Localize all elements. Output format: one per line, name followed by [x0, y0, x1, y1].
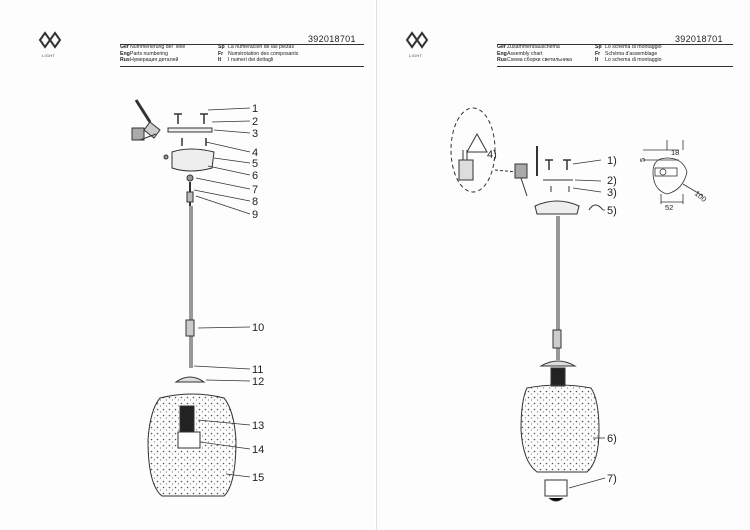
- part-label: 2: [252, 116, 258, 128]
- leader-lines: [193, 107, 251, 478]
- header-line: RusНумерация деталей: [120, 57, 179, 64]
- step-label: 5): [607, 205, 617, 217]
- part-label: 13: [252, 420, 264, 432]
- part-label: 7: [252, 184, 258, 196]
- header-line: GerZusammenbauschema: [497, 44, 560, 50]
- part-label: 11: [252, 364, 263, 376]
- parts-diagram: 1 2 3 4 5 6 7 8 9 10 11 12 13 14 15: [131, 99, 264, 497]
- step-label: 3): [607, 187, 617, 199]
- part-label: 5: [252, 158, 258, 170]
- assembly-diagram: 18 5 52 100 1) 2) 3) 4) 5) 6) 7): [450, 107, 708, 502]
- part-label: 6: [252, 170, 258, 182]
- step-label: 7): [607, 473, 617, 485]
- document-number: 392018701: [675, 34, 723, 44]
- part-label: 8: [252, 196, 258, 208]
- header-line: GerNummerierung der Teile: [120, 44, 186, 50]
- header-line: RusСхема сборки светильника: [497, 57, 573, 64]
- header-top-rule: [497, 44, 733, 45]
- brand-logo-icon: [405, 31, 429, 49]
- part-label: 4: [252, 147, 258, 159]
- detail-callout-drawing: [450, 107, 518, 193]
- glass-shade-drawing: [520, 384, 600, 502]
- header-line: EngParts numbering: [120, 50, 169, 57]
- part-label: 9: [252, 209, 258, 221]
- header-col-1: GerNummerierung der Teile EngParts numbe…: [120, 44, 185, 64]
- warning-icon: [466, 132, 488, 153]
- dimension-label: 52: [665, 203, 673, 212]
- step-label: 2): [607, 175, 617, 187]
- part-label: 15: [252, 472, 264, 484]
- step-label: 6): [607, 433, 617, 445]
- part-label: 1: [252, 103, 258, 115]
- dimension-drawing: [643, 140, 704, 204]
- logo-text: LIGHT: [42, 53, 56, 58]
- part-label: 10: [252, 322, 264, 334]
- part-label: 12: [252, 376, 264, 388]
- part-label: 14: [252, 444, 264, 456]
- dimension-label: 18: [671, 148, 679, 157]
- header-bottom-rule: [120, 66, 364, 67]
- glass-shade-drawing: [147, 393, 237, 497]
- leader-lines: [568, 159, 606, 489]
- dimension-labels: 18 5 52 100: [638, 148, 708, 212]
- document-number: 392018701: [308, 34, 356, 44]
- header-top-rule: [120, 44, 364, 45]
- right-page: LIGHT 392018701 GerZusammenbauschema Eng…: [376, 0, 750, 530]
- step-labels: 1) 2) 3) 4) 5) 6) 7): [487, 149, 617, 485]
- assembly-drawing: [514, 146, 604, 387]
- step-label: 4): [487, 149, 497, 161]
- part-labels: 1 2 3 4 5 6 7 8 9 10 11 12 13 14 15: [252, 103, 264, 484]
- header-bottom-rule: [497, 66, 733, 67]
- header-col-1: GerZusammenbauschema EngAssembly chart R…: [497, 44, 572, 64]
- brand-logo-icon: [38, 31, 62, 49]
- logo-text: LIGHT: [409, 53, 423, 58]
- part-label: 3: [252, 128, 258, 140]
- left-page: LIGHT 392018701 GerNummerierung der Teil…: [0, 0, 374, 530]
- header-line: EngAssembly chart: [497, 50, 543, 57]
- step-label: 1): [607, 155, 617, 167]
- dimension-label: 5: [638, 158, 647, 162]
- mounting-bracket-drawing: [131, 99, 215, 383]
